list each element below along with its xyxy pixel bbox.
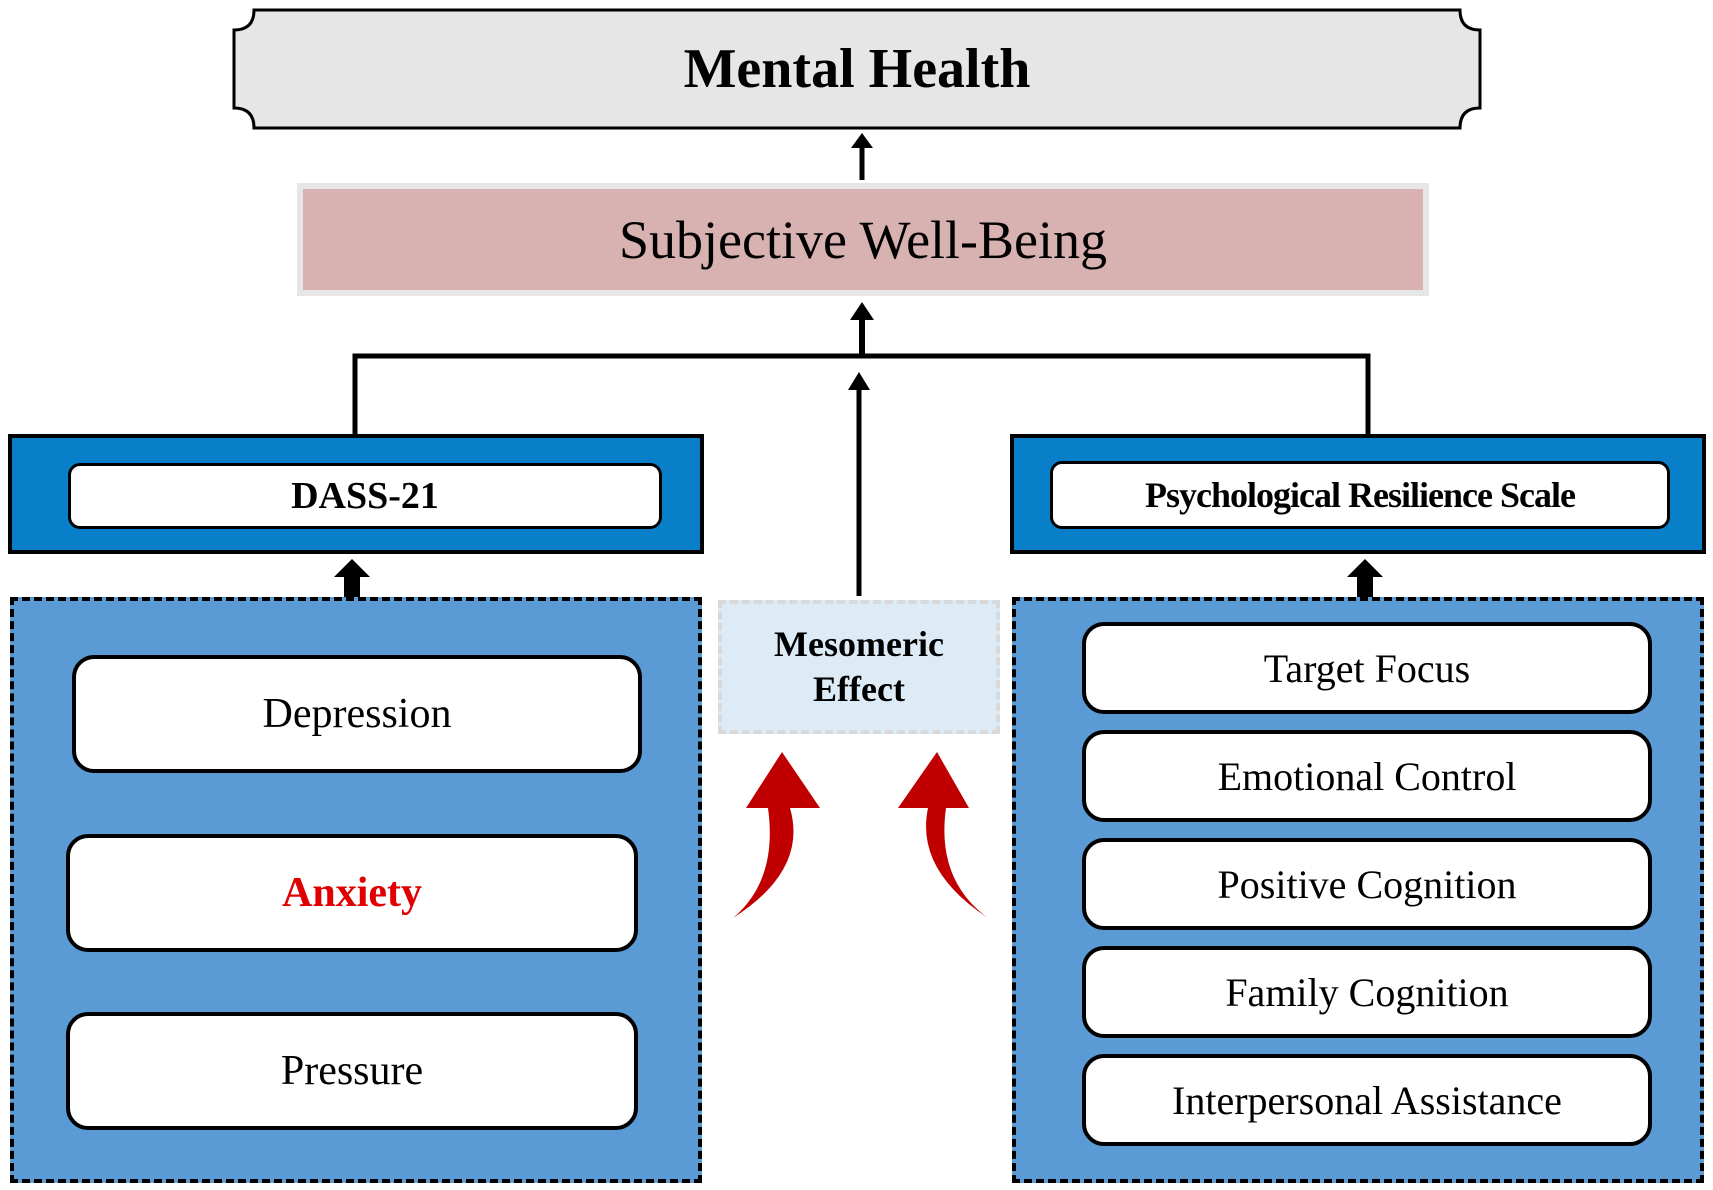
dimension-emotional-control: Emotional Control [1082,730,1652,822]
mesomeric-effect-label: Mesomeric Effect [774,624,944,709]
dimension-interpersonal-assistance: Interpersonal Assistance [1082,1054,1652,1146]
curved-arrow-left [733,752,820,918]
subjective-wellbeing-title: Subjective Well-Being [618,209,1108,270]
curved-arrow-right [898,752,988,918]
dimension-anxiety: Anxiety [66,834,638,952]
mental-health-banner: Mental Health [232,8,1482,130]
mental-health-title: Mental Health [683,38,1031,100]
dimension-family-cognition: Family Cognition [1082,946,1652,1038]
resilience-title: Psychological Resilience Scale [1050,461,1670,529]
dimension-positive-cognition: Positive Cognition [1082,838,1652,930]
mesomeric-effect-box: Mesomeric Effect [718,600,1000,734]
dimension-target-focus: Target Focus [1082,622,1652,714]
arrow-left-group-to-dass [344,575,360,599]
subjective-wellbeing-box: Subjective Well-Being [297,183,1429,296]
dimension-pressure: Pressure [66,1012,638,1130]
dimension-depression: Depression [72,655,642,773]
dass-title: DASS-21 [68,463,662,529]
arrow-right-group-to-prs [1357,575,1373,599]
